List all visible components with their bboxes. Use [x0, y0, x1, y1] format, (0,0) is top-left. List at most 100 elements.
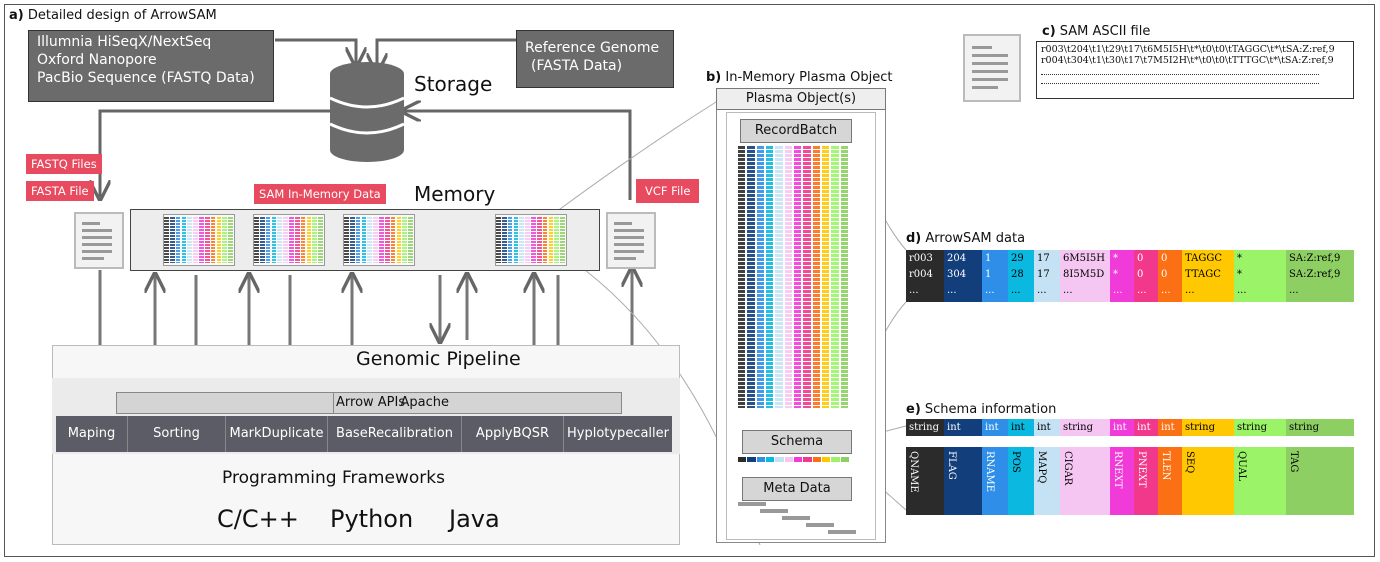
arrowsam-cell: TAGGC	[1185, 253, 1222, 264]
sam-line: r004\t304\t1\t30\t17\t7M5I2H\t*\t0\t0\tT…	[1041, 55, 1334, 66]
document-icon	[74, 212, 124, 269]
schema-name-cell: SEQ	[1182, 447, 1234, 515]
arrowsam-column: 17 17...	[1034, 250, 1060, 302]
vcf-file-tag: VCF File	[636, 179, 700, 203]
schema-name-cell: TAG	[1286, 447, 1354, 515]
arrowsam-cell: ...	[985, 285, 995, 296]
record-batch-stripe	[169, 217, 175, 263]
record-batch-stripe	[775, 146, 783, 408]
record-batch-stripe	[271, 217, 277, 263]
record-batch-stripe	[164, 217, 169, 263]
schema-strip-segment	[803, 457, 812, 462]
record-batch-stripe	[355, 217, 361, 263]
arrowsam-cell: 0	[1137, 253, 1144, 264]
sam-in-memory-tag: SAM In-Memory Data	[254, 184, 386, 204]
arrowsam-cell: ...	[1137, 285, 1147, 296]
schema-strip-segment	[840, 457, 849, 462]
meta-data-label: Meta Data	[742, 477, 852, 501]
arrowsam-column: 0 0...	[1134, 250, 1158, 302]
record-batch-stripe	[294, 217, 300, 263]
stage-applybqsr[interactable]: ApplyBQSR	[462, 416, 564, 452]
schema-type-cell: int	[982, 419, 1008, 436]
arrowsam-cell: 0	[1161, 269, 1168, 280]
schema-type-cell: string	[1286, 419, 1354, 436]
record-batch-stripe	[222, 217, 228, 263]
arrowsam-cell: 204	[947, 253, 967, 264]
arrowsam-cell: 17	[1037, 253, 1050, 264]
record-batch-stripe	[289, 217, 294, 263]
plasma-inner-frame	[726, 112, 876, 540]
arrowsam-cell: ...	[909, 285, 919, 296]
schema-name-cell: RNEXT	[1110, 447, 1134, 515]
arrowsam-cell: ...	[1113, 285, 1123, 296]
storage-to-vcf-arrow	[404, 111, 632, 200]
stage-baserecalibration[interactable]: BaseRecalibration	[328, 416, 462, 452]
database-icon	[330, 62, 404, 162]
arrowsam-cell: ...	[1037, 285, 1047, 296]
record-batch-stripe	[390, 217, 396, 263]
api-divider	[333, 392, 334, 414]
record-batch-stripe	[554, 217, 560, 263]
schema-label: Schema	[742, 430, 852, 454]
record-batch-stripe	[277, 217, 283, 263]
arrowsam-cell: 1	[985, 253, 992, 264]
record-batch-stripe	[300, 217, 306, 263]
stage-sorting[interactable]: Sorting	[128, 416, 226, 452]
record-batch-stripe	[254, 217, 259, 263]
record-batch-thumb	[495, 214, 567, 266]
arrowsam-cell: 28	[1011, 269, 1024, 280]
record-batch-stripe	[228, 217, 233, 263]
record-batch-stripe	[384, 217, 390, 263]
arrowsam-cell: *	[1237, 269, 1242, 280]
schema-strip-segment	[765, 457, 775, 462]
schema-type-cell: string	[1060, 419, 1110, 436]
panel-d-title: d) ArrowSAM data	[906, 231, 1026, 246]
sequencer-line: PacBio Sequence (FASTQ Data)	[37, 70, 255, 86]
pipeline-stages: Maping Sorting MarkDuplicate BaseRecalib…	[56, 416, 672, 452]
record-batch-stripe	[840, 146, 848, 408]
record-batch-thumb	[253, 214, 325, 266]
record-batch-thumb	[343, 214, 415, 266]
storage-label: Storage	[414, 72, 493, 96]
schema-name-cell: QNAME	[906, 447, 944, 515]
schema-name-cell: MAPQ	[1034, 447, 1060, 515]
schema-strip-segment	[738, 457, 747, 462]
stage-hyplotypecaller[interactable]: Hyplotypecaller	[564, 416, 672, 452]
arrowsam-column: **...	[1110, 250, 1134, 302]
sequencer-line: Oxford Nanopore	[37, 52, 157, 68]
arrowsam-cell: ...	[1161, 285, 1171, 296]
arrow-api-bar: Apache Arrow APIs	[116, 392, 622, 414]
arrowsam-cell: ...	[1289, 285, 1299, 296]
meta-data-steps	[738, 502, 858, 536]
arrowsam-cell: r004	[909, 269, 933, 280]
frameworks-label: Programming Frameworks	[222, 468, 445, 488]
arrowsam-cell: *	[1113, 269, 1118, 280]
reference-genome-box: Reference Genome (FASTA Data)	[516, 30, 674, 88]
language-python: Python	[330, 505, 414, 533]
sam-line: r003\t204\t1\t29\t17\t6M5I5H\t*\t0\t0\tT…	[1041, 44, 1335, 55]
reference-line: (FASTA Data)	[531, 58, 623, 74]
plasma-object-header: Plasma Object(s)	[716, 88, 886, 110]
schema-name-cell: TLEN	[1158, 447, 1182, 515]
schema-type-cell: int	[944, 419, 982, 436]
record-batch-columns	[738, 146, 850, 408]
record-batch-stripe	[265, 217, 271, 263]
arrowsam-cell: 0	[1137, 269, 1144, 280]
record-batch-stripe	[361, 217, 367, 263]
sam-ascii-box: r003\t204\t1\t29\t17\t6M5I5H\t*\t0\t0\tT…	[1036, 41, 1354, 99]
stage-markduplicate[interactable]: MarkDuplicate	[226, 416, 328, 452]
arrowsam-cell: ...	[1185, 285, 1195, 296]
schema-name-cell: RNAME	[982, 447, 1008, 515]
panel-a-title: a) Detailed design of ArrowSAM	[9, 8, 217, 23]
stage-maping[interactable]: Maping	[56, 416, 128, 452]
api-right-label: Arrow APIs	[336, 395, 406, 410]
arrowsam-cell: 17	[1037, 269, 1050, 280]
panel-c-title: c) SAM ASCII file	[1042, 24, 1151, 39]
schema-type-cell: int	[1008, 419, 1034, 436]
arrowsam-cell: SA:Z:ref,9	[1289, 253, 1341, 264]
record-batch-stripe	[306, 217, 312, 263]
